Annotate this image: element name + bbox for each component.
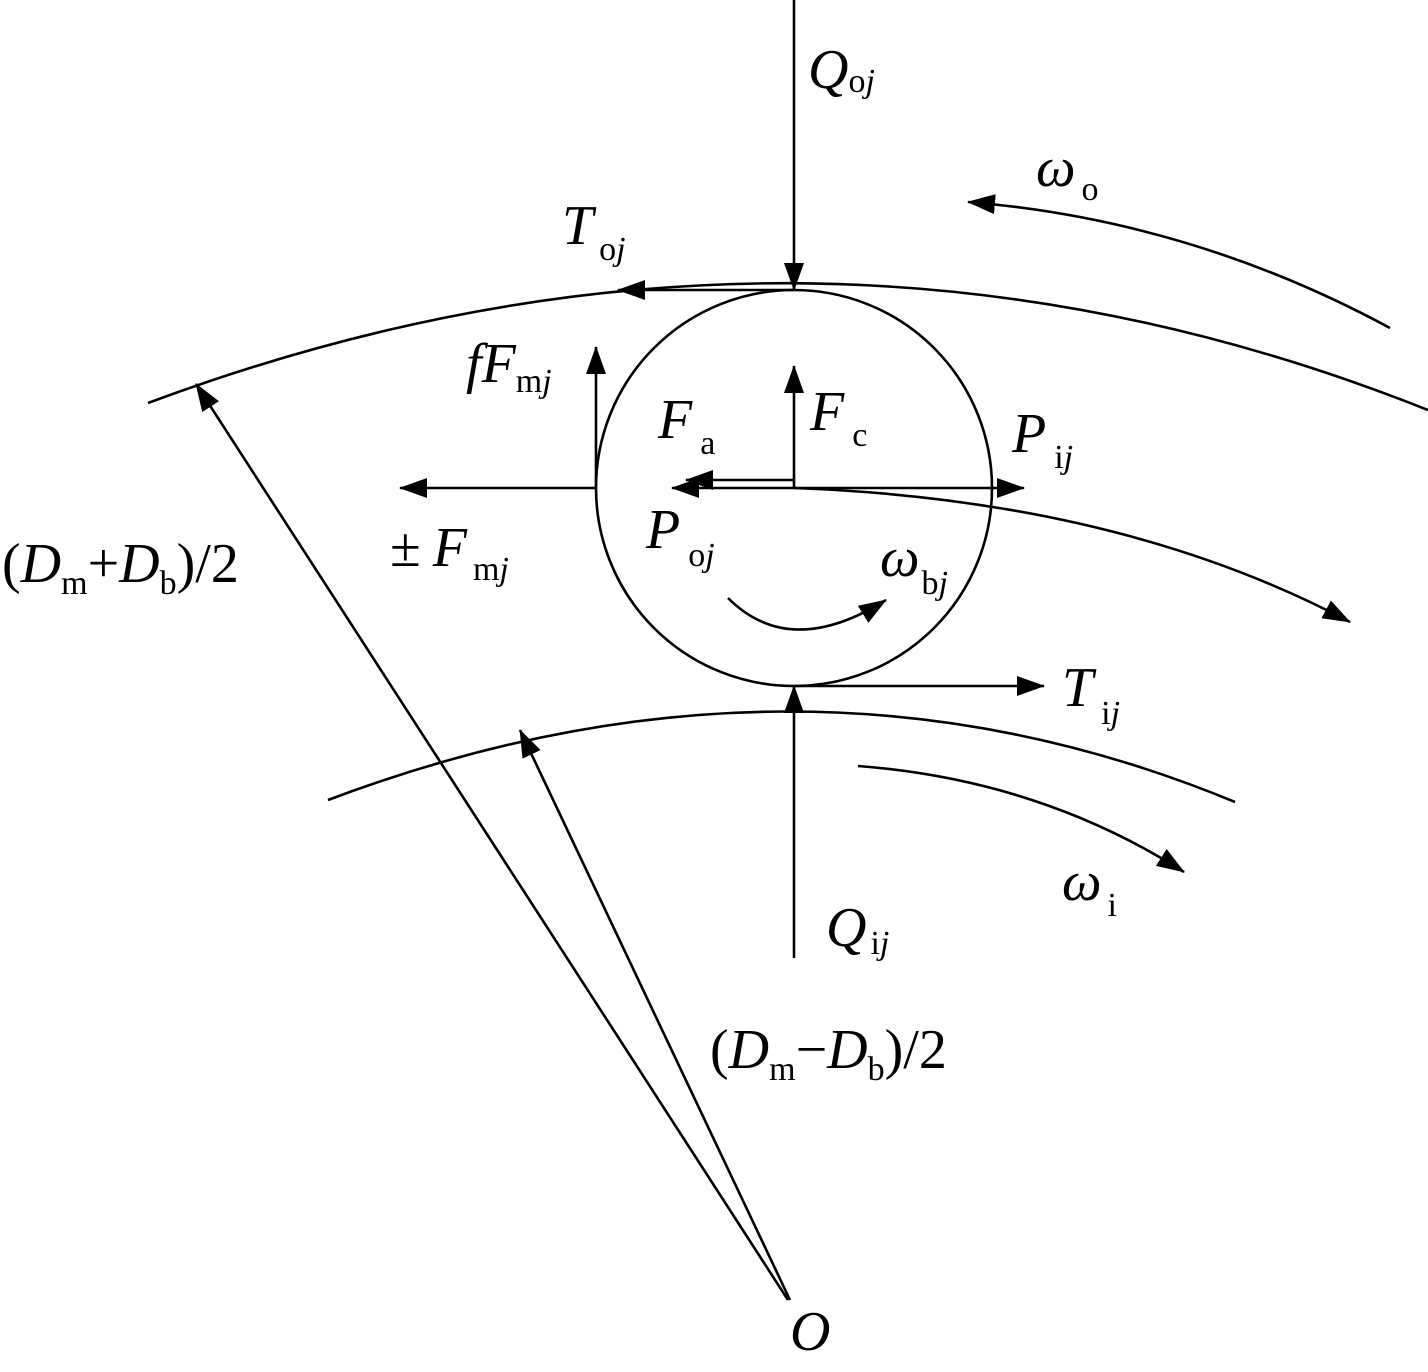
inner-raceway-arc xyxy=(327,710,1236,804)
outer-radius-line xyxy=(194,383,790,1301)
omega-i-rotation-arrow xyxy=(857,764,1185,874)
inner-radius-line xyxy=(518,729,792,1301)
outer-radius-label: (Dm+Db)/2 xyxy=(2,533,239,602)
omega-bj-rotation-arrow xyxy=(727,597,887,631)
omega-bj-label: ωbj xyxy=(880,527,948,602)
outer-raceway-arc xyxy=(147,281,1428,412)
inner-radius-label: (Dm−Db)/2 xyxy=(710,1019,947,1088)
q-oj-label: Qoj xyxy=(808,39,875,101)
orbit-direction-arc xyxy=(793,486,1351,624)
origin-label: O xyxy=(790,1301,830,1363)
f-fmj-label: fFmj xyxy=(466,333,552,400)
omega-o-rotation-arrow xyxy=(967,194,1391,330)
